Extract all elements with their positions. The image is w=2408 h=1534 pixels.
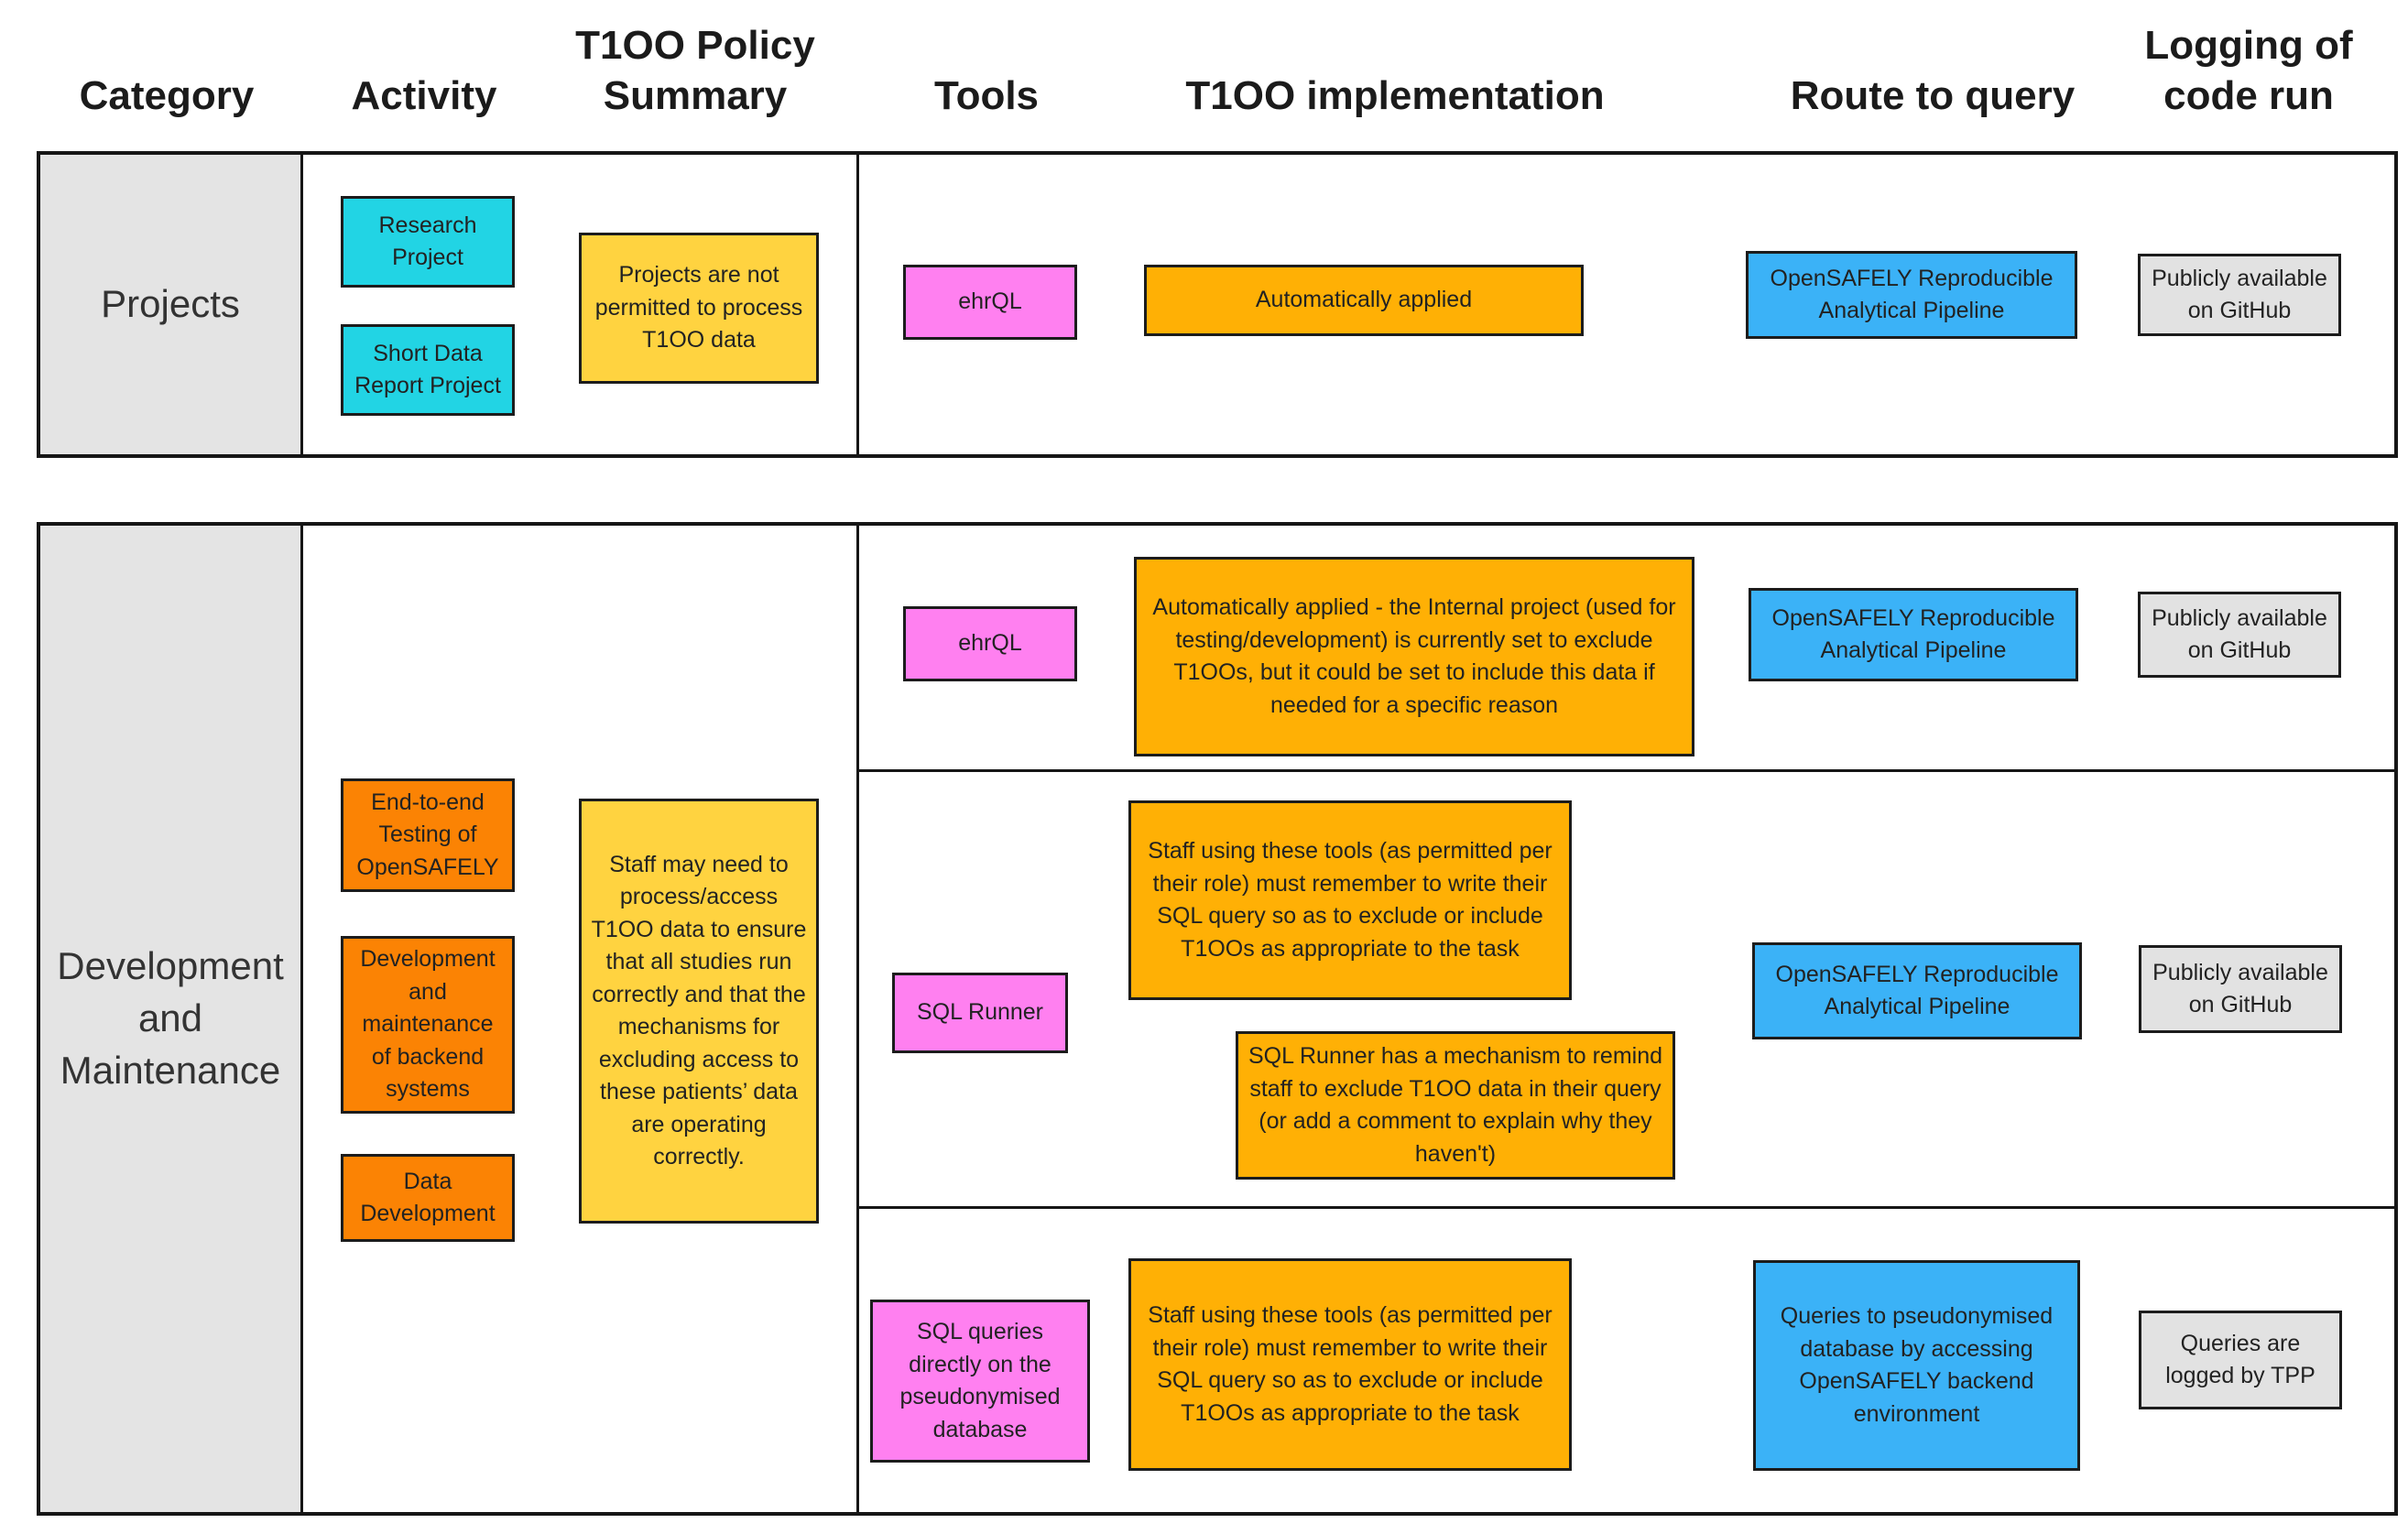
implementation-box-sql-runner: Staff using these tools (as permitted pe… — [1128, 800, 1572, 1000]
logging-box-sql-runner: Publicly available on GitHub — [2139, 945, 2342, 1033]
column-header-implementation: T1OO implementation — [1185, 73, 1605, 118]
section-development-maintenance: Development and Maintenance End-to-end T… — [37, 522, 2398, 1516]
implementation-box-sql-direct: Staff using these tools (as permitted pe… — [1128, 1258, 1572, 1471]
column-header-category: Category — [79, 73, 255, 118]
category-cell-development: Development and Maintenance — [40, 526, 303, 1512]
subrow-divider-1 — [856, 769, 2394, 772]
activity-box-research-project: Research Project — [341, 196, 515, 288]
column-header-route: Route to query — [1790, 73, 2076, 118]
tools-column-divider — [856, 155, 859, 454]
route-box-ehrql-dev: OpenSAFELY Reproducible Analytical Pipel… — [1749, 588, 2078, 681]
implementation-note-box-sql-runner: SQL Runner has a mechanism to remind sta… — [1236, 1031, 1675, 1180]
tool-box-sql-runner: SQL Runner — [892, 973, 1068, 1053]
activity-box-e2e-testing: End-to-end Testing of OpenSAFELY — [341, 778, 515, 892]
column-header-logging: Logging of code run — [2144, 23, 2353, 118]
logging-box-ehrql-dev: Publicly available on GitHub — [2138, 592, 2341, 678]
implementation-box-projects: Automatically applied — [1144, 265, 1584, 336]
activity-box-backend-systems: Development and maintenance of backend s… — [341, 936, 515, 1114]
column-header-activity: Activity — [351, 73, 497, 118]
logging-box-sql-direct: Queries are logged by TPP — [2139, 1311, 2342, 1409]
route-box-projects: OpenSAFELY Reproducible Analytical Pipel… — [1746, 251, 2077, 339]
logging-box-projects: Publicly available on GitHub — [2138, 254, 2341, 336]
route-box-sql-direct: Queries to pseudonymised database by acc… — [1753, 1260, 2080, 1471]
tools-column-divider — [856, 526, 859, 1512]
activity-box-short-data-report: Short Data Report Project — [341, 324, 515, 416]
section-projects: Projects Research Project Short Data Rep… — [37, 151, 2398, 458]
tool-box-sql-direct: SQL queries directly on the pseudonymise… — [870, 1300, 1090, 1463]
policy-summary-box-projects: Projects are not permitted to process T1… — [579, 233, 819, 384]
column-header-tools: Tools — [933, 73, 1040, 118]
activity-box-data-development: Data Development — [341, 1154, 515, 1242]
category-cell-projects: Projects — [40, 155, 303, 454]
tool-box-ehrql: ehrQL — [903, 265, 1077, 340]
route-box-sql-runner: OpenSAFELY Reproducible Analytical Pipel… — [1752, 942, 2082, 1039]
subrow-divider-2 — [856, 1206, 2394, 1209]
column-header-policy-summary: T1OO Policy Summary — [575, 23, 815, 118]
tool-box-ehrql-dev: ehrQL — [903, 606, 1077, 681]
policy-summary-box-development: Staff may need to process/access T1OO da… — [579, 799, 819, 1224]
implementation-box-ehrql-dev: Automatically applied - the Internal pro… — [1134, 557, 1694, 756]
